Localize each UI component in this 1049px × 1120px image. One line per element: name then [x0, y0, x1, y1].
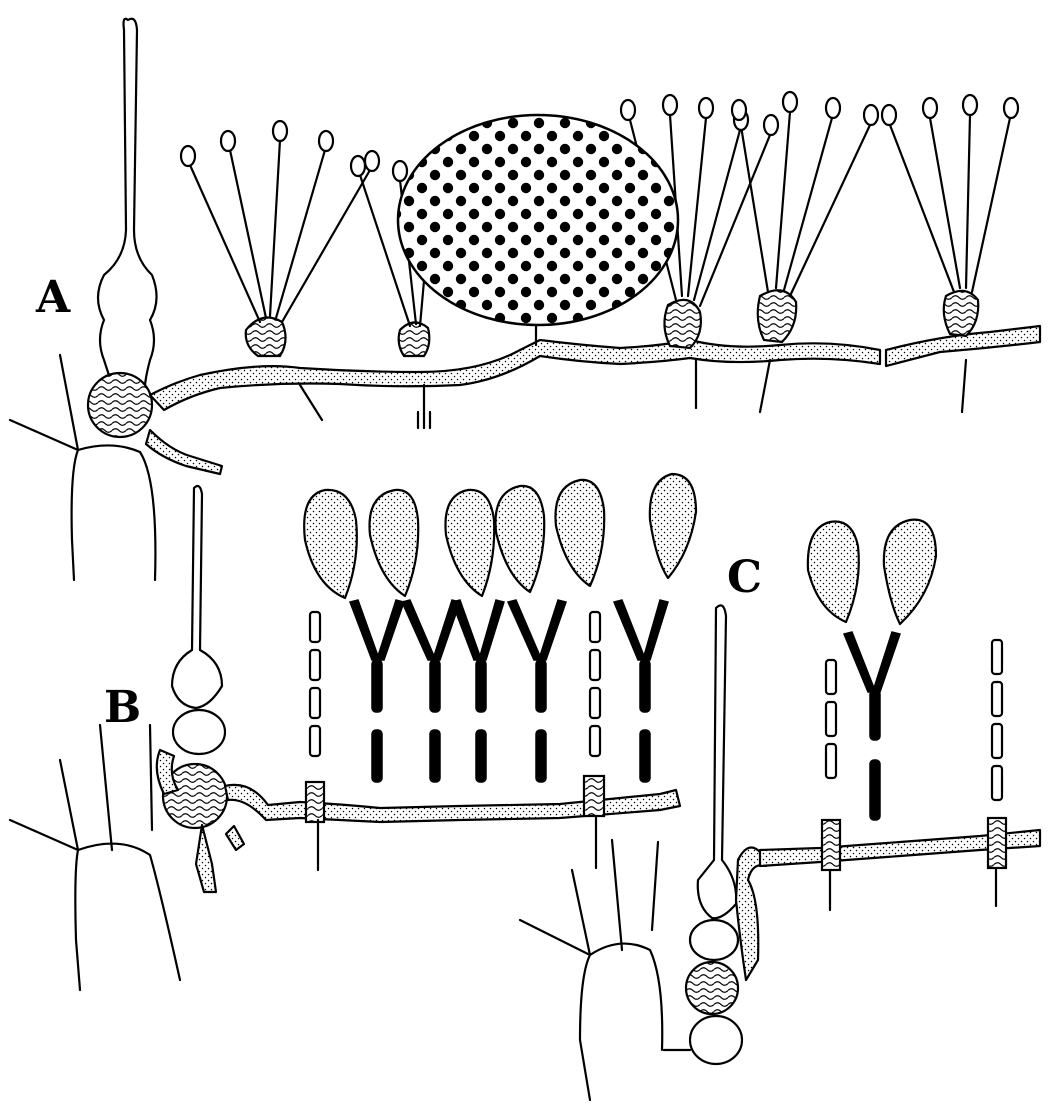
panel-c-rod-chains: [826, 640, 1002, 800]
panel-b-conidiophore-stalk: [172, 486, 222, 708]
panel-a-conidiophore-stalk: [98, 19, 157, 385]
panel-b-hypha: [225, 785, 680, 822]
panel-b-rod-chains: [310, 612, 600, 756]
panel-b-dark-stalks: [350, 600, 668, 782]
panel-b-conidia: [304, 474, 696, 598]
panel-c-conidia: [808, 520, 936, 624]
panel-label-a: A: [36, 276, 70, 320]
panel-a-vesicle: [88, 373, 152, 437]
panel-b-host-cell: [10, 725, 180, 990]
panel-c-vesicle: [686, 962, 738, 1014]
panel-label-b: B: [104, 686, 141, 730]
panel-a-dotted-sphere: [398, 115, 678, 325]
panel-c-host-cell: [520, 840, 662, 1100]
panel-c-conidiophore-stalk: [698, 605, 736, 918]
panel-label-c: C: [727, 556, 762, 600]
